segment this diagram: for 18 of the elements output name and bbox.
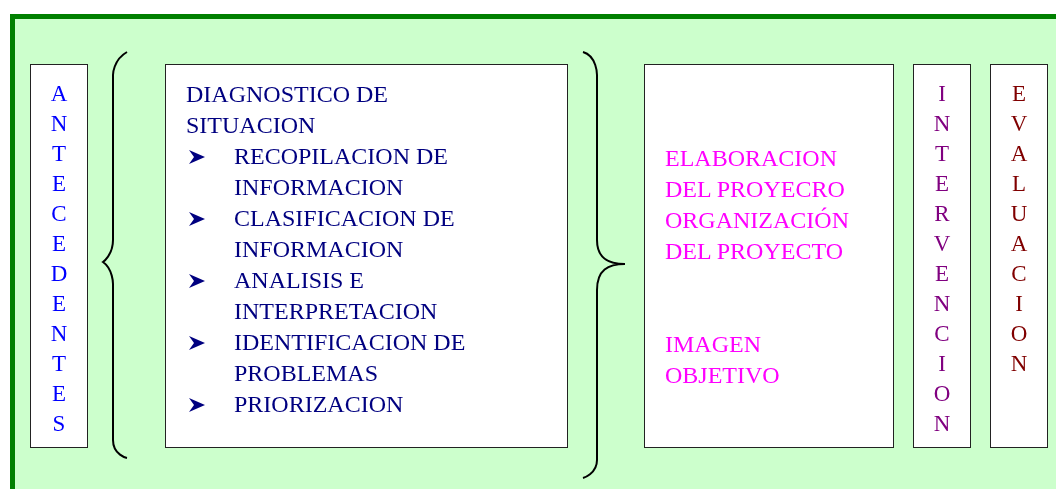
list-text: PRIORIZACION — [234, 390, 405, 419]
list-text: RECOPILACION DE INFORMACION — [234, 142, 449, 202]
vertical-label-box — [913, 64, 971, 448]
list-text: CLASIFICACION DE INFORMACION — [234, 204, 456, 264]
list-text: ANALISIS E INTERPRETACION — [234, 266, 439, 326]
vertical-label: INTERVENCION — [933, 80, 951, 438]
vertical-label: EVALUACION — [1010, 80, 1028, 378]
process-box — [644, 64, 894, 448]
vertical-label-box — [990, 64, 1048, 448]
process-box — [165, 64, 568, 448]
list-text: IMAGEN OBJETIVO — [665, 330, 781, 390]
vertical-label: ANTECEDENTES — [50, 80, 68, 438]
vertical-label-box — [30, 64, 88, 448]
list-text: IDENTIFICACION DE PROBLEMAS — [234, 328, 467, 388]
background-panel — [10, 14, 1056, 489]
heading: DIAGNOSTICO DE SITUACION — [186, 80, 389, 140]
list-text: ELABORACION DEL PROYECRO — [665, 144, 846, 204]
list-text: ORGANIZACIÓN DEL PROYECTO — [665, 206, 850, 266]
